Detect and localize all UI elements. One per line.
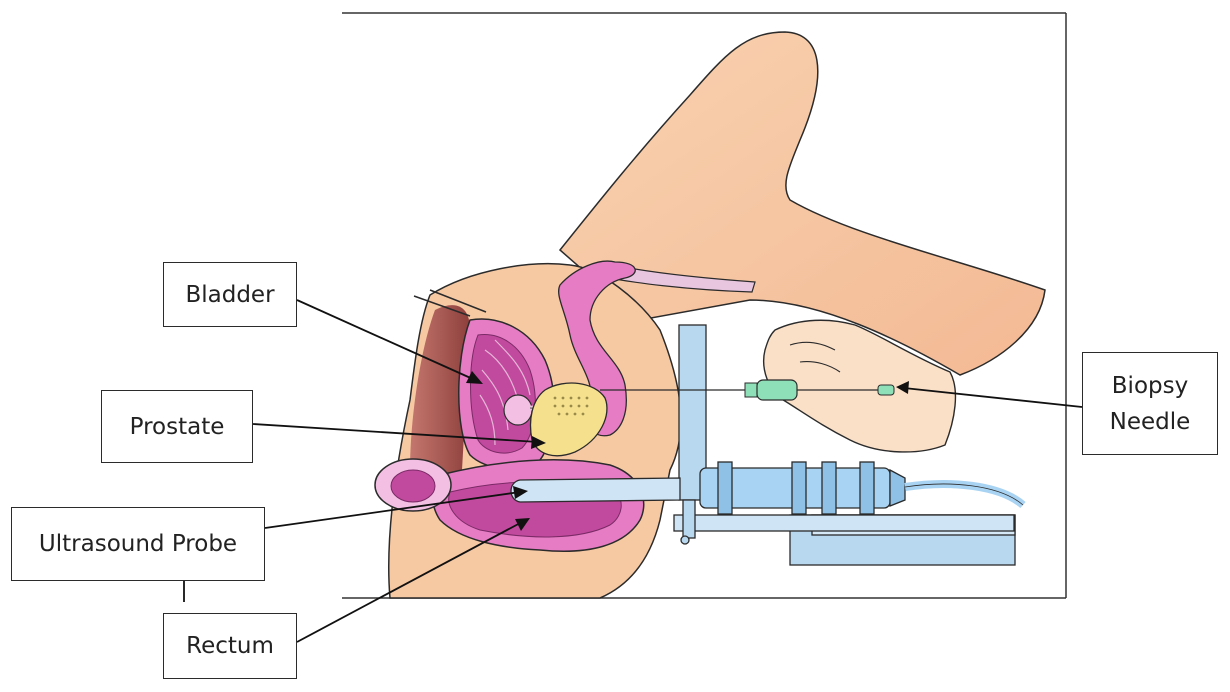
hand-fingers	[789, 341, 841, 373]
biopsy-needle	[600, 379, 895, 401]
penis-structure	[558, 260, 636, 437]
leader-lines	[183, 299, 1083, 643]
arrowheads	[466, 371, 909, 531]
skin-lines	[413, 289, 487, 317]
ultrasound-probe-label: Ultrasound Probe	[11, 507, 265, 581]
ultrasound-probe	[510, 461, 1026, 515]
biopsy-needle-label-line2: Needle	[1109, 408, 1191, 435]
anal-opening	[374, 458, 452, 512]
prostate	[529, 382, 608, 457]
rectum-label-text: Rectum	[186, 633, 274, 659]
biopsy-needle-label: Biopsy Needle	[1082, 352, 1218, 455]
leg	[558, 31, 1046, 376]
probe-stand	[673, 324, 1016, 566]
biopsy-needle-label-line1: Biopsy	[1111, 372, 1189, 399]
bladder-label: Bladder	[163, 262, 297, 327]
rectum-label: Rectum	[163, 613, 297, 679]
prostate-label: Prostate	[101, 390, 253, 463]
bladder-label-text: Bladder	[185, 281, 275, 308]
prostate-label-text: Prostate	[129, 413, 225, 440]
hand	[763, 319, 957, 453]
ultrasound-probe-label-text: Ultrasound Probe	[38, 531, 238, 557]
